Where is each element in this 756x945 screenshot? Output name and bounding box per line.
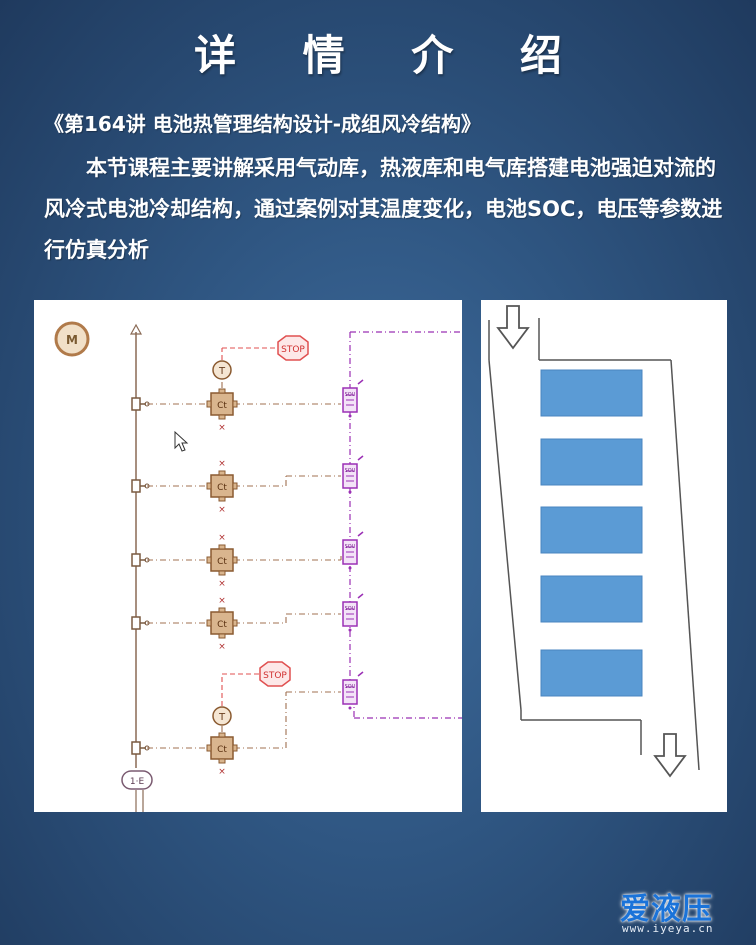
thermal-cell-block[interactable]: Ct × × xyxy=(206,596,238,652)
svg-text:×: × xyxy=(218,423,226,433)
svg-text:×: × xyxy=(218,596,226,606)
battery-cell xyxy=(540,649,643,697)
temperature-sensor-icon[interactable]: T xyxy=(212,706,232,726)
air-cooling-structure-panel xyxy=(481,300,727,812)
battery-cell-stack xyxy=(540,369,643,697)
battery-model-block[interactable]: SOU xyxy=(342,671,364,711)
battery-cell xyxy=(540,506,643,554)
thermal-cell-block[interactable]: Ct × xyxy=(206,732,238,777)
svg-text:SOU: SOU xyxy=(345,606,356,612)
cooling-structure-canvas xyxy=(488,305,700,778)
svg-text:1·E: 1·E xyxy=(130,777,145,787)
svg-text:Ct: Ct xyxy=(217,557,227,567)
battery-cell xyxy=(540,438,643,486)
temperature-sensor-icon[interactable]: T xyxy=(212,360,232,380)
svg-text:×: × xyxy=(218,579,226,589)
svg-text:Ct: Ct xyxy=(217,745,227,755)
svg-text:T: T xyxy=(218,366,226,377)
stop-sign-icon[interactable]: STOP xyxy=(277,335,309,361)
logo-url: www.iyeya.cn xyxy=(622,922,714,935)
stop-sign-icon[interactable]: STOP xyxy=(259,661,291,687)
battery-cell xyxy=(540,575,643,623)
air-outlet-arrow-icon xyxy=(653,733,687,778)
air-duct-walls xyxy=(488,318,700,771)
battery-model-block[interactable]: SOU xyxy=(342,379,364,419)
svg-text:SOU: SOU xyxy=(345,392,356,398)
svg-text:Ct: Ct xyxy=(217,620,227,630)
svg-text:M: M xyxy=(66,333,78,347)
battery-cell xyxy=(540,369,643,417)
svg-text:×: × xyxy=(218,642,226,652)
svg-text:×: × xyxy=(218,505,226,515)
air-inlet-arrow-icon xyxy=(496,305,530,350)
svg-text:Ct: Ct xyxy=(217,483,227,493)
shaft-junctions xyxy=(131,397,150,755)
svg-text:SOU: SOU xyxy=(345,468,356,474)
sketch-canvas: M xyxy=(54,321,462,812)
thermal-cell-block[interactable]: Ct × × xyxy=(206,533,238,589)
simulation-sketch-panel: M xyxy=(34,300,462,812)
mouse-cursor-icon xyxy=(174,430,189,452)
svg-text:STOP: STOP xyxy=(281,345,305,355)
row-connections xyxy=(147,382,342,749)
ratio-block[interactable]: 1·E xyxy=(121,770,153,790)
page-title: 详 情 介 绍 xyxy=(194,31,588,80)
svg-text:×: × xyxy=(218,459,226,469)
battery-model-block[interactable]: SOU xyxy=(342,593,364,633)
course-subtitle: 《第164讲 电池热管理结构设计-成组风冷结构》 xyxy=(44,112,482,136)
thermal-cell-block[interactable]: Ct × × xyxy=(206,459,238,515)
svg-text:T: T xyxy=(218,712,226,723)
motor-icon[interactable]: M xyxy=(54,321,90,357)
svg-text:SOU: SOU xyxy=(345,544,356,550)
site-logo[interactable]: 爱液压 www.iyeya.cn xyxy=(620,884,750,942)
logo-text: 爱液压 xyxy=(620,892,713,927)
course-description: 本节课程主要讲解采用气动库，热液库和电气库搭建电池强迫对流的风冷式电池冷却结构，… xyxy=(44,156,723,262)
signal-bus xyxy=(349,331,462,719)
battery-model-block[interactable]: SOU xyxy=(342,455,364,495)
svg-text:Ct: Ct xyxy=(217,401,227,411)
svg-text:×: × xyxy=(218,767,226,777)
svg-text:×: × xyxy=(218,533,226,543)
battery-model-block[interactable]: SOU xyxy=(342,531,364,571)
thermal-cell-block[interactable]: Ct × xyxy=(206,388,238,433)
svg-text:SOU: SOU xyxy=(345,684,356,690)
stop-links xyxy=(221,347,278,706)
svg-text:STOP: STOP xyxy=(263,671,287,681)
